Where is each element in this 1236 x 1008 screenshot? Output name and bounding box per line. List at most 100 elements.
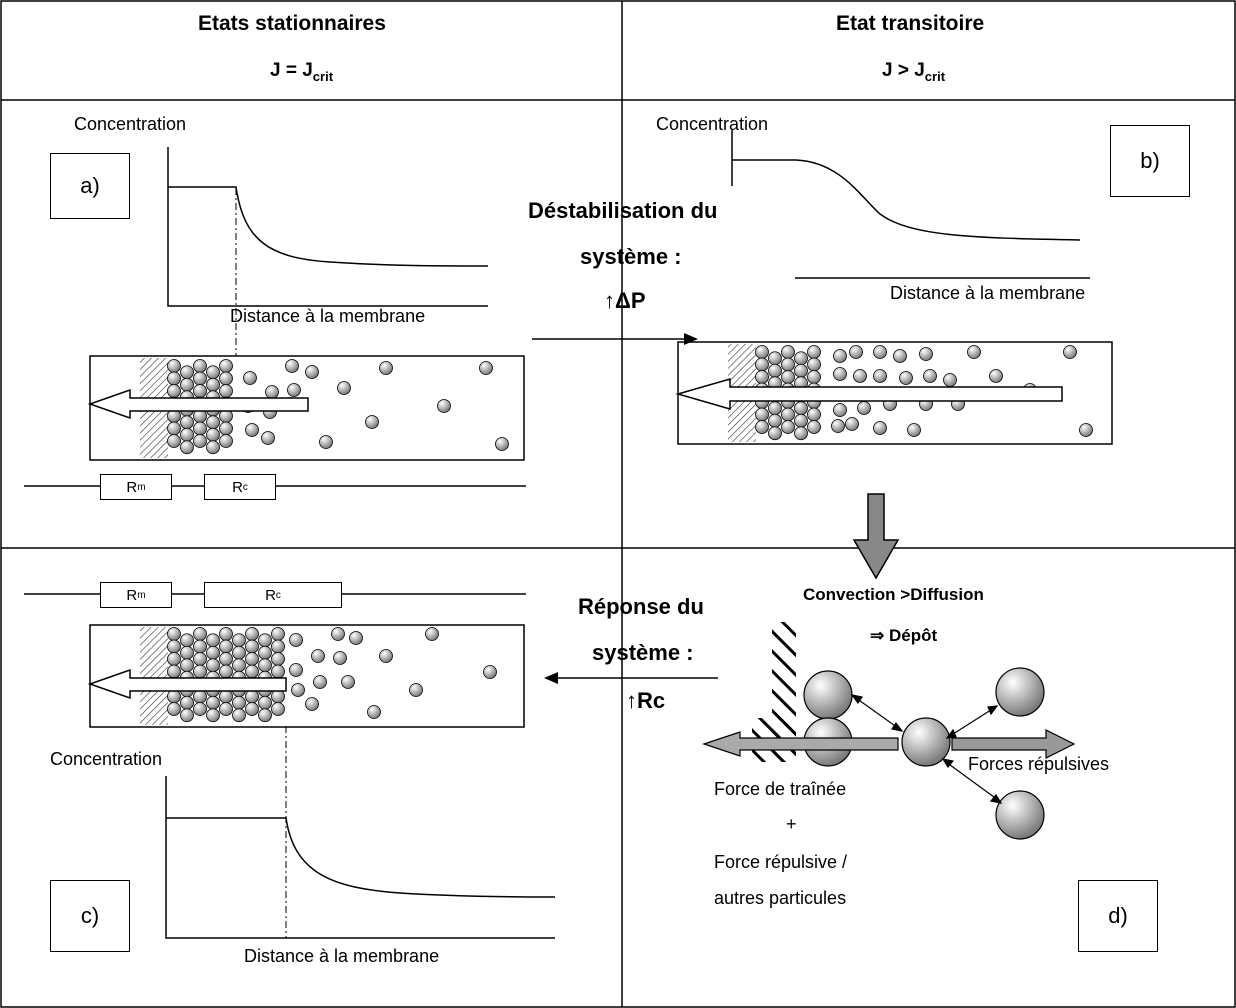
- particle: [220, 360, 233, 373]
- destab-line-3: ↑ΔP: [604, 288, 646, 314]
- particle: [181, 659, 194, 672]
- panel-c-graph: [166, 726, 555, 938]
- particle: [194, 653, 207, 666]
- particle: [480, 362, 493, 375]
- particle: [782, 371, 795, 384]
- particle: [233, 646, 246, 659]
- destab-line-1: Déstabilisation du: [528, 198, 717, 224]
- particle: [181, 441, 194, 454]
- particle: [312, 650, 325, 663]
- particle: [220, 628, 233, 641]
- particle: [262, 432, 275, 445]
- panel-d-plus: +: [786, 814, 797, 835]
- particle: [168, 640, 181, 653]
- particle: [168, 628, 181, 641]
- particle: [233, 696, 246, 709]
- header-left-equation: J = Jcrit: [270, 60, 333, 84]
- particle: [756, 346, 769, 359]
- response-line-3: ↑Rc: [626, 688, 665, 714]
- panel-c-channel: [90, 625, 524, 727]
- particle: [808, 408, 821, 421]
- panel-a-xlabel: Distance à la membrane: [230, 306, 425, 327]
- panel-d-repulsive-1: Force répulsive /: [714, 852, 847, 873]
- particle: [272, 703, 285, 716]
- particle: [756, 408, 769, 421]
- particle: [272, 690, 285, 703]
- particle: [795, 414, 808, 427]
- rm-label: R: [126, 479, 137, 496]
- particle: [342, 676, 355, 689]
- particle: [207, 366, 220, 379]
- particle: [769, 352, 782, 365]
- particle: [808, 371, 821, 384]
- panel-d-force-diagram: [704, 622, 1074, 839]
- particle: [920, 348, 933, 361]
- destabilisation-arrow: [532, 333, 698, 345]
- particle: [380, 362, 393, 375]
- particle: [168, 422, 181, 435]
- particle: [266, 386, 279, 399]
- particle: [894, 350, 907, 363]
- particle: [194, 640, 207, 653]
- panel-d-repulsive-2: autres particules: [714, 888, 846, 909]
- particle: [1064, 346, 1077, 359]
- header-right-equation: J > Jcrit: [882, 60, 945, 84]
- panel-d-line-2: ⇒ Dépôt: [870, 626, 937, 646]
- particle: [246, 653, 259, 666]
- particle: [246, 424, 259, 437]
- particle: [207, 378, 220, 391]
- rm-label: R: [126, 587, 137, 604]
- panel-d-tag: d): [1078, 880, 1158, 952]
- particle: [290, 634, 303, 647]
- particle: [220, 435, 233, 448]
- rc-sub: c: [243, 482, 248, 493]
- particle: [220, 690, 233, 703]
- particle: [834, 368, 847, 381]
- particle: [769, 427, 782, 440]
- particle: [181, 634, 194, 647]
- particle: [968, 346, 981, 359]
- particle: [834, 350, 847, 363]
- particle: [207, 441, 220, 454]
- particle: [233, 634, 246, 647]
- particle: [272, 628, 285, 641]
- particle: [168, 385, 181, 398]
- panel-c-xlabel: Distance à la membrane: [244, 946, 439, 967]
- particle: [908, 424, 921, 437]
- particle: [194, 435, 207, 448]
- particle: [272, 665, 285, 678]
- particle: [246, 703, 259, 716]
- particle: [782, 346, 795, 359]
- particle: [924, 370, 937, 383]
- particle: [220, 385, 233, 398]
- particle: [233, 709, 246, 722]
- particle: [782, 408, 795, 421]
- particle: [850, 346, 863, 359]
- particle: [246, 628, 259, 641]
- particle: [259, 646, 272, 659]
- response-line-1: Réponse du: [578, 594, 704, 620]
- particle: [484, 666, 497, 679]
- particle: [246, 690, 259, 703]
- panel-b-ylabel: Concentration: [656, 114, 768, 135]
- particle: [496, 438, 509, 451]
- down-arrow: [854, 494, 898, 578]
- right-eq-main: J > J: [882, 60, 925, 81]
- particle: [808, 346, 821, 359]
- panel-b-channel: [678, 342, 1112, 444]
- particle: [207, 659, 220, 672]
- particle: [168, 653, 181, 666]
- particle: [259, 696, 272, 709]
- panel-b-xlabel: Distance à la membrane: [890, 283, 1085, 304]
- particle: [259, 709, 272, 722]
- particle: [168, 665, 181, 678]
- particle: [410, 684, 423, 697]
- particle: [306, 366, 319, 379]
- panel-a-ylabel: Concentration: [74, 114, 186, 135]
- particle: [290, 664, 303, 677]
- particle: [332, 628, 345, 641]
- particle: [834, 404, 847, 417]
- rc-label: R: [265, 587, 276, 604]
